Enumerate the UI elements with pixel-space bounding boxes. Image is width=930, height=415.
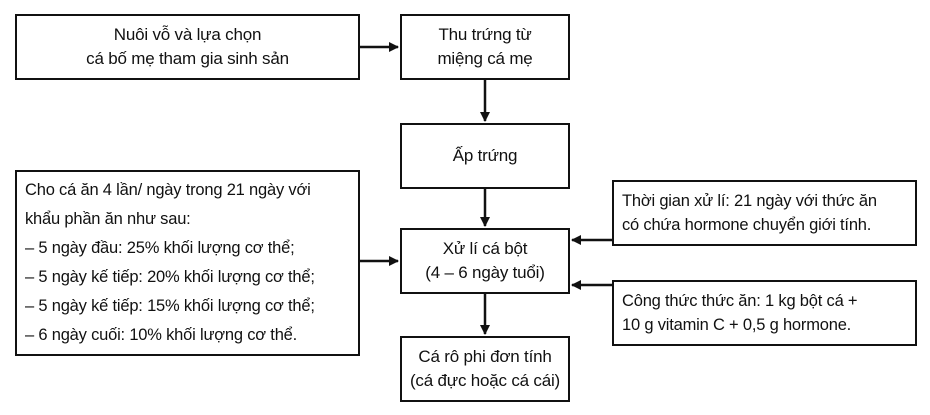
box-fry-treatment: Xử lí cá bột (4 – 6 ngày tuổi) <box>400 228 570 294</box>
box-text-line: (4 – 6 ngày tuổi) <box>425 263 545 282</box>
box-result: Cá rô phi đơn tính (cá đực hoặc cá cái) <box>400 336 570 402</box>
box-parent-selection: Nuôi vỗ và lựa chọn cá bố mẹ tham gia si… <box>15 14 360 80</box>
box-text-line: Cá rô phi đơn tính <box>418 347 552 366</box>
box-text-line: Công thức thức ăn: 1 kg bột cá + <box>622 292 858 310</box>
box-text-line: – 5 ngày kế tiếp: 15% khối lượng cơ thể; <box>25 297 315 315</box>
box-incubation: Ấp trứng <box>400 123 570 189</box>
box-text-line: Thời gian xử lí: 21 ngày với thức ăn <box>622 192 877 210</box>
box-text-line: – 5 ngày kế tiếp: 20% khối lượng cơ thể; <box>25 268 315 286</box>
box-text-line: có chứa hormone chuyển giới tính. <box>622 216 872 234</box>
box-egg-collection: Thu trứng từ miệng cá mẹ <box>400 14 570 80</box>
box-text-line: Xử lí cá bột <box>442 239 528 258</box>
box-feed-formula: Công thức thức ăn: 1 kg bột cá + 10 g vi… <box>612 280 917 346</box>
box-text-line: (cá đực hoặc cá cái) <box>409 371 561 390</box>
box-feeding-schedule: Cho cá ăn 4 lần/ ngày trong 21 ngày với … <box>15 170 360 356</box>
box-text-line: Thu trứng từ <box>438 25 532 44</box>
box-text-line: cá bố mẹ tham gia sinh sản <box>86 49 289 68</box>
box-text-line: 10 g vitamin C + 0,5 g hormone. <box>622 316 852 334</box>
box-text-line: – 5 ngày đầu: 25% khối lượng cơ thể; <box>25 239 295 257</box>
box-text-line: Nuôi vỗ và lựa chọn <box>113 25 262 44</box>
box-text-line: Cho cá ăn 4 lần/ ngày trong 21 ngày với <box>25 181 311 199</box>
box-text-line: – 6 ngày cuối: 10% khối lượng cơ thể. <box>25 326 298 344</box>
box-text-line: miệng cá mẹ <box>437 49 533 68</box>
box-treatment-time: Thời gian xử lí: 21 ngày với thức ăn có … <box>612 180 917 246</box>
box-text-line: khẩu phần ăn như sau: <box>25 210 191 228</box>
box-text-line: Ấp trứng <box>452 146 518 165</box>
